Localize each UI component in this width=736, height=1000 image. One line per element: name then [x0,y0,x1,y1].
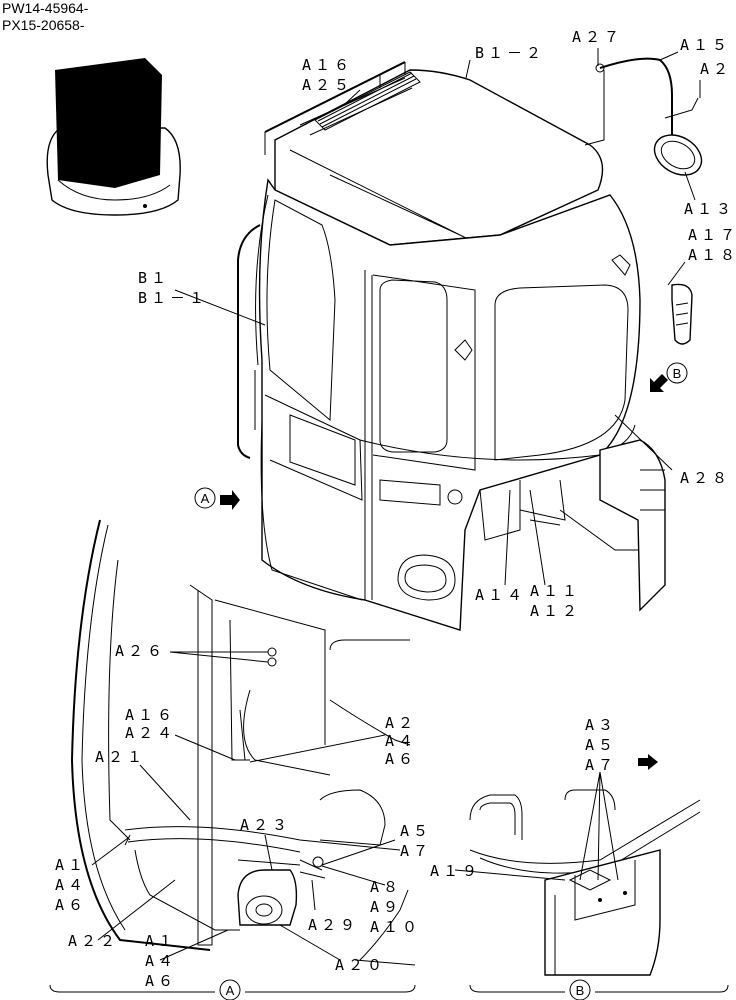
label-a17: A１７ [688,226,736,244]
label-a8: A８ [370,878,402,896]
detail-b-bracket-left [469,984,565,993]
side-handle-part [671,283,693,345]
label-a10: A１０ [370,918,421,936]
label-a5-detail: A５ [400,822,432,840]
svg-text:A: A [201,491,210,506]
label-a6-detail: A６ [385,750,417,768]
label-b1-2: B１－２ [475,44,545,62]
label-a4-detail: A４ [385,732,417,750]
view-arrow-a [220,490,240,510]
thumbnail-cab-icon [46,58,181,216]
label-a28: A２８ [680,469,731,487]
label-a15: A１５ [680,36,731,54]
mirror-assembly [584,57,703,176]
marker-a-detail: A [219,979,241,1000]
label-a11: A１１ [530,582,581,600]
label-a20: A２０ [335,956,386,974]
detail-b-bracket-right [595,984,729,993]
label-a12: A１２ [530,602,581,620]
label-a4-left: A４ [55,876,87,894]
label-a7-detail: A７ [400,842,432,860]
label-a3: A３ [585,716,617,734]
label-a24: A２４ [125,724,176,742]
label-a9: A９ [370,898,402,916]
label-a1-left: A１ [55,856,87,874]
label-a19: A１９ [430,862,481,880]
cab-main-assembly [237,61,666,631]
label-a7-b: A７ [585,756,617,774]
view-arrow-b-detail [638,754,658,770]
label-a25: A２５ [302,76,353,94]
detail-a-bracket-left [49,984,215,993]
svg-text:B: B [673,366,682,381]
label-a16-detail: A１６ [125,706,176,724]
callout-labels: B１－２ A１６ A２５ A２７ A１５ A２ A１３ A１７ A１８ B１ B… [55,28,736,990]
label-b1-1: B１－１ [138,289,208,307]
detail-a-bracket-right [245,984,416,993]
label-a14: A１４ [475,586,526,604]
label-a6-bottom: A６ [145,972,177,990]
label-a29: A２９ [308,916,359,934]
label-a18: A１８ [688,246,736,264]
view-arrow-b [650,374,668,392]
label-a2-detail: A２ [385,714,417,732]
label-a5-b: A５ [585,736,617,754]
label-a6-left: A６ [55,896,87,914]
label-a26: A２６ [115,642,166,660]
marker-b-main: B [666,362,688,384]
label-a21: A２１ [95,748,146,766]
marker-a-main: A [194,487,216,509]
label-a13: A１３ [684,200,735,218]
marker-b-detail: B [569,979,591,1000]
svg-text:B: B [576,983,585,998]
label-a22: A２２ [68,932,119,950]
label-a1-bottom: A１ [145,932,177,950]
svg-text:A: A [226,983,235,998]
roof-vent [314,71,421,131]
label-a4-bottom: A４ [145,952,177,970]
label-a23: A２３ [240,816,291,834]
header-line-1: PW14-45964- [2,0,89,16]
label-b1: B１ [138,269,170,287]
label-a27: A２７ [572,28,623,46]
header-line-2: PX15-20658- [2,17,85,33]
label-a16-top: A１６ [302,56,353,74]
leader-lines [91,48,701,961]
detail-b-view [469,789,701,976]
detail-a-view [70,519,416,966]
label-a2-top: A２ [700,60,732,78]
